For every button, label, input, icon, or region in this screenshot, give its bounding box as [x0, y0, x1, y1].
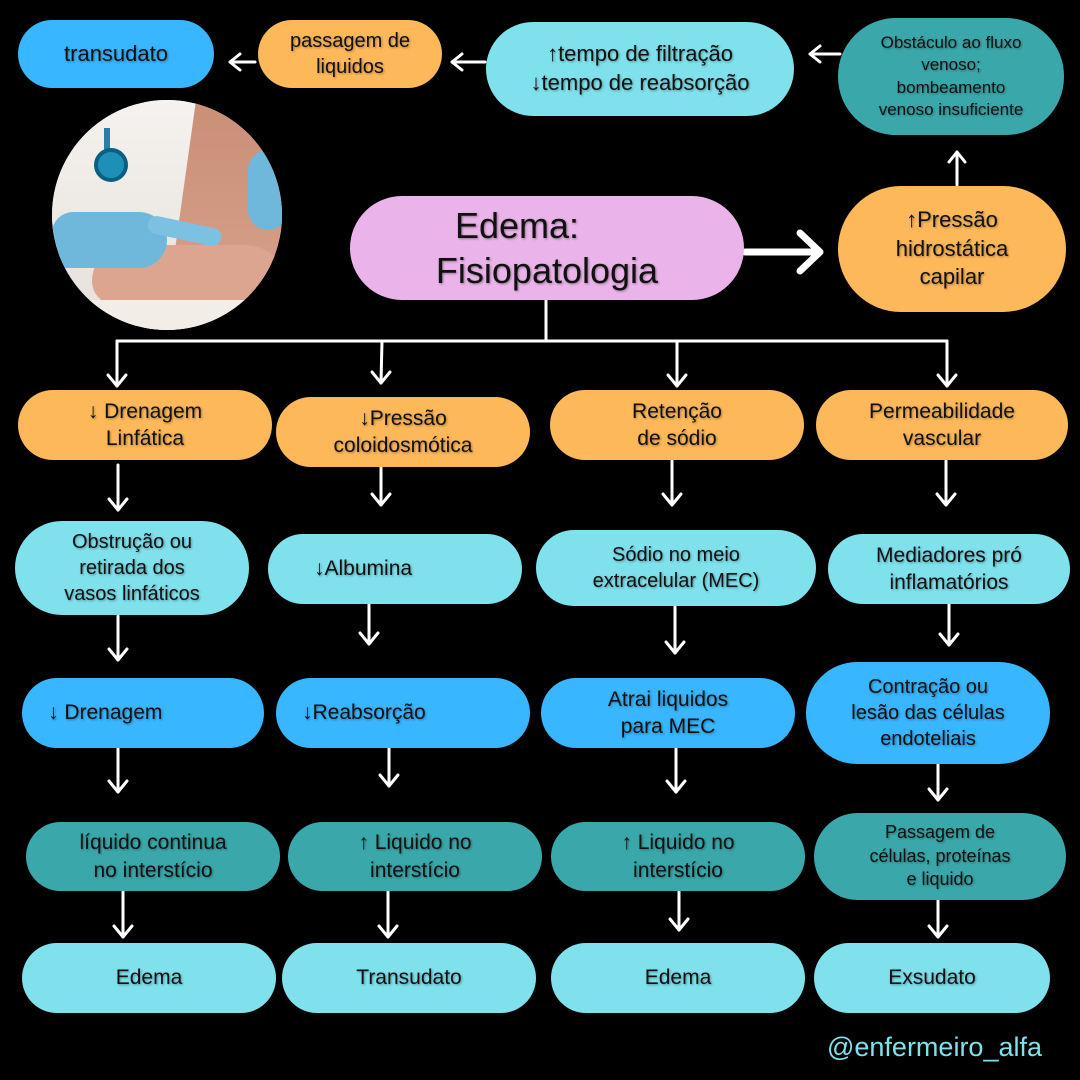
col3-step2: Atrai liquidos para MEC — [541, 678, 795, 748]
col1-step2: ↓ Drenagem — [22, 678, 264, 748]
arrow-tempo-to-passagem — [450, 52, 487, 72]
node-label: Edema — [644, 966, 712, 990]
col1-cause: ↓ Drenagem Linfática — [18, 390, 272, 460]
col2-step2: ↓Reabsorção — [276, 678, 530, 748]
node-label: ↑ Liquido no interstício — [358, 831, 472, 882]
arrow-passagem-to-transudato — [228, 52, 257, 72]
node-label: transudato — [64, 40, 168, 66]
node-label: ↑Pressão hidrostática capilar — [895, 207, 1009, 290]
col2-step1: ↓Albumina — [268, 534, 522, 604]
node-label: Passagem de células, proteínas e liquido — [869, 822, 1011, 890]
col3-step3: ↑ Liquido no interstício — [551, 822, 805, 891]
title-line1: Edema: — [454, 205, 580, 246]
node-label: Sódio no meio extracelular (MEC) — [592, 544, 760, 592]
arrow-title-to-pressao — [741, 229, 824, 275]
node-label: Obstáculo ao fluxo venoso; bombeamento v… — [878, 33, 1024, 119]
node-tempo-filtracao: ↑tempo de filtração ↓tempo de reabsorção — [486, 22, 794, 116]
col4-result: Exsudato — [814, 943, 1050, 1013]
node-label: Edema — [115, 966, 183, 990]
node-passagem-de-liquidos: passagem de liquidos — [258, 20, 442, 88]
col3-step1: Sódio no meio extracelular (MEC) — [536, 530, 816, 606]
arrow-obstaculo-to-tempo — [808, 44, 842, 64]
col4-step2: Contração ou lesão das células endotelia… — [806, 662, 1050, 764]
node-label: ↓Albumina — [314, 557, 413, 581]
node-obstaculo-fluxo-venoso: Obstáculo ao fluxo venoso; bombeamento v… — [838, 18, 1064, 135]
col2-cause: ↓Pressão coloidosmótica — [276, 397, 530, 467]
node-label: Transudato — [356, 966, 462, 990]
node-label: ↑ Liquido no interstício — [621, 831, 735, 882]
node-label: Obstrução ou retirada dos vasos linfátic… — [64, 531, 200, 605]
col1-step3: líquido continua no interstício — [26, 822, 280, 891]
page-title: Edema: Fisiopatologia — [350, 196, 744, 300]
node-label: Mediadores pró inflamatórios — [876, 543, 1022, 594]
node-label: ↓ Drenagem — [48, 701, 163, 725]
title-line2: Fisiopatologia — [435, 250, 659, 291]
arrow-pressao-to-obstaculo — [947, 150, 967, 187]
photo-icon — [52, 100, 282, 330]
col3-cause: Retenção de sódio — [550, 390, 804, 460]
node-label: Retenção de sódio — [632, 399, 722, 450]
col1-step1: Obstrução ou retirada dos vasos linfátic… — [15, 521, 249, 615]
node-label: Exsudato — [888, 966, 976, 990]
col2-step3: ↑ Liquido no interstício — [288, 822, 542, 891]
node-transudato-top: transudato — [18, 20, 214, 88]
node-label: Contração ou lesão das células endotelia… — [851, 676, 1005, 750]
author-handle: @enfermeiro_alfa — [826, 1032, 1042, 1062]
node-label: ↓ Drenagem Linfática — [87, 399, 203, 450]
col3-result: Edema — [551, 943, 805, 1013]
node-label: Atrai liquidos para MEC — [607, 687, 729, 738]
node-label: passagem de liquidos — [289, 30, 411, 78]
node-label: ↑tempo de filtração ↓tempo de reabsorção — [530, 41, 750, 95]
node-pressao-hidrostatica: ↑Pressão hidrostática capilar — [838, 186, 1066, 312]
col2-result: Transudato — [282, 943, 536, 1013]
node-label: líquido continua no interstício — [79, 831, 227, 882]
node-label: Permeabilidade vascular — [869, 399, 1015, 450]
col4-cause: Permeabilidade vascular — [816, 390, 1068, 460]
node-label: ↓Reabsorção — [302, 701, 426, 725]
col4-step3: Passagem de células, proteínas e liquido — [814, 813, 1066, 900]
col1-result: Edema — [22, 943, 276, 1013]
col4-step1: Mediadores pró inflamatórios — [828, 534, 1070, 604]
node-label: ↓Pressão coloidosmótica — [333, 406, 473, 457]
